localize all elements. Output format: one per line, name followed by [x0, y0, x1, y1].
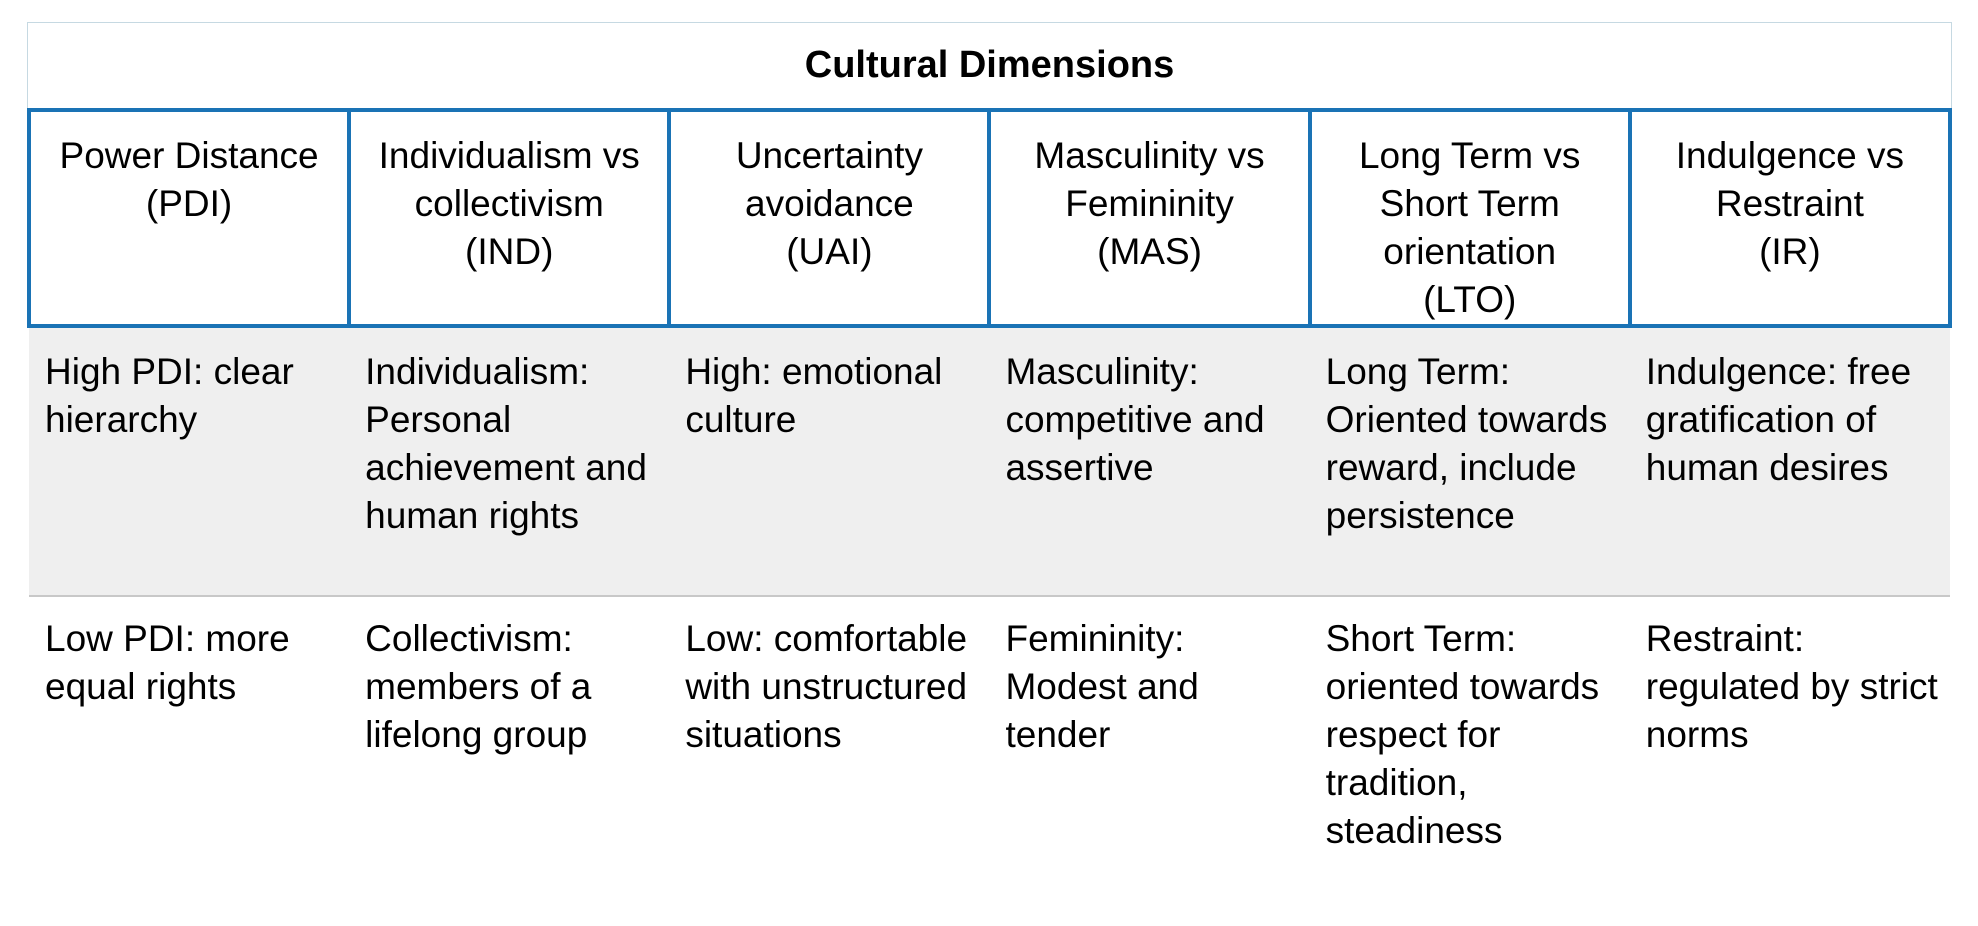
table-row-low: Low PDI: more equal rights Collectivism:… — [29, 596, 1950, 865]
table-cell: Collectivism: members of a lifelong grou… — [349, 596, 670, 865]
header-line: (PDI) — [145, 183, 233, 224]
header-line: avoidance — [745, 183, 914, 224]
table-cell: Masculinity: competitive and assertive — [989, 326, 1310, 597]
cultural-dimensions-table: Power Distance (PDI) Individualism vs co… — [26, 108, 1953, 865]
column-header-uai: Uncertainty avoidance (UAI) — [667, 108, 992, 328]
header-line: collectivism — [414, 183, 604, 224]
column-header-pdi: Power Distance (PDI) — [26, 108, 352, 328]
header-line: orientation — [1383, 231, 1557, 272]
table-cell: Femininity: Modest and tender — [989, 596, 1310, 865]
column-header-lto: Long Term vs Short Term orientation (LTO… — [1307, 108, 1632, 328]
table-cell: Low PDI: more equal rights — [29, 596, 350, 865]
table-title: Cultural Dimensions — [27, 22, 1952, 108]
table-cell: Long Term: Oriented towards reward, incl… — [1309, 326, 1630, 597]
cultural-dimensions-table-container: Cultural Dimensions Power Distance (PDI)… — [26, 22, 1953, 865]
header-line: Uncertainty — [735, 135, 923, 176]
header-line: Restraint — [1715, 183, 1864, 224]
header-line: Masculinity vs — [1034, 135, 1265, 176]
table-cell: Low: comfortable with unstructured situa… — [669, 596, 990, 865]
header-line: (IND) — [465, 231, 554, 272]
header-row: Power Distance (PDI) Individualism vs co… — [26, 108, 1953, 328]
table-cell: Restraint: regulated by strict norms — [1629, 596, 1950, 865]
header-line: Indulgence vs — [1675, 135, 1905, 176]
header-line: Long Term vs — [1358, 135, 1581, 176]
header-line: Power Distance — [59, 135, 319, 176]
header-line: (UAI) — [786, 231, 873, 272]
header-line: (IR) — [1759, 231, 1821, 272]
table-cell: High PDI: clear hierarchy — [29, 326, 350, 597]
table-cell: High: emotional culture — [669, 326, 990, 597]
column-header-ir: Indulgence vs Restraint (IR) — [1627, 108, 1953, 328]
table-cell: Short Term: oriented towards respect for… — [1309, 596, 1630, 865]
header-line: Femininity — [1065, 183, 1234, 224]
table-row-high: High PDI: clear hierarchy Individualism:… — [29, 326, 1950, 597]
header-line: (LTO) — [1423, 279, 1517, 320]
header-line: Individualism vs — [378, 135, 640, 176]
table-cell: Individualism: Personal achievement and … — [349, 326, 670, 597]
table-cell: Indulgence: free gratification of human … — [1629, 326, 1950, 597]
column-header-ind: Individualism vs collectivism (IND) — [347, 108, 672, 328]
header-line: (MAS) — [1097, 231, 1202, 272]
column-header-mas: Masculinity vs Femininity (MAS) — [987, 108, 1312, 328]
header-line: Short Term — [1379, 183, 1560, 224]
